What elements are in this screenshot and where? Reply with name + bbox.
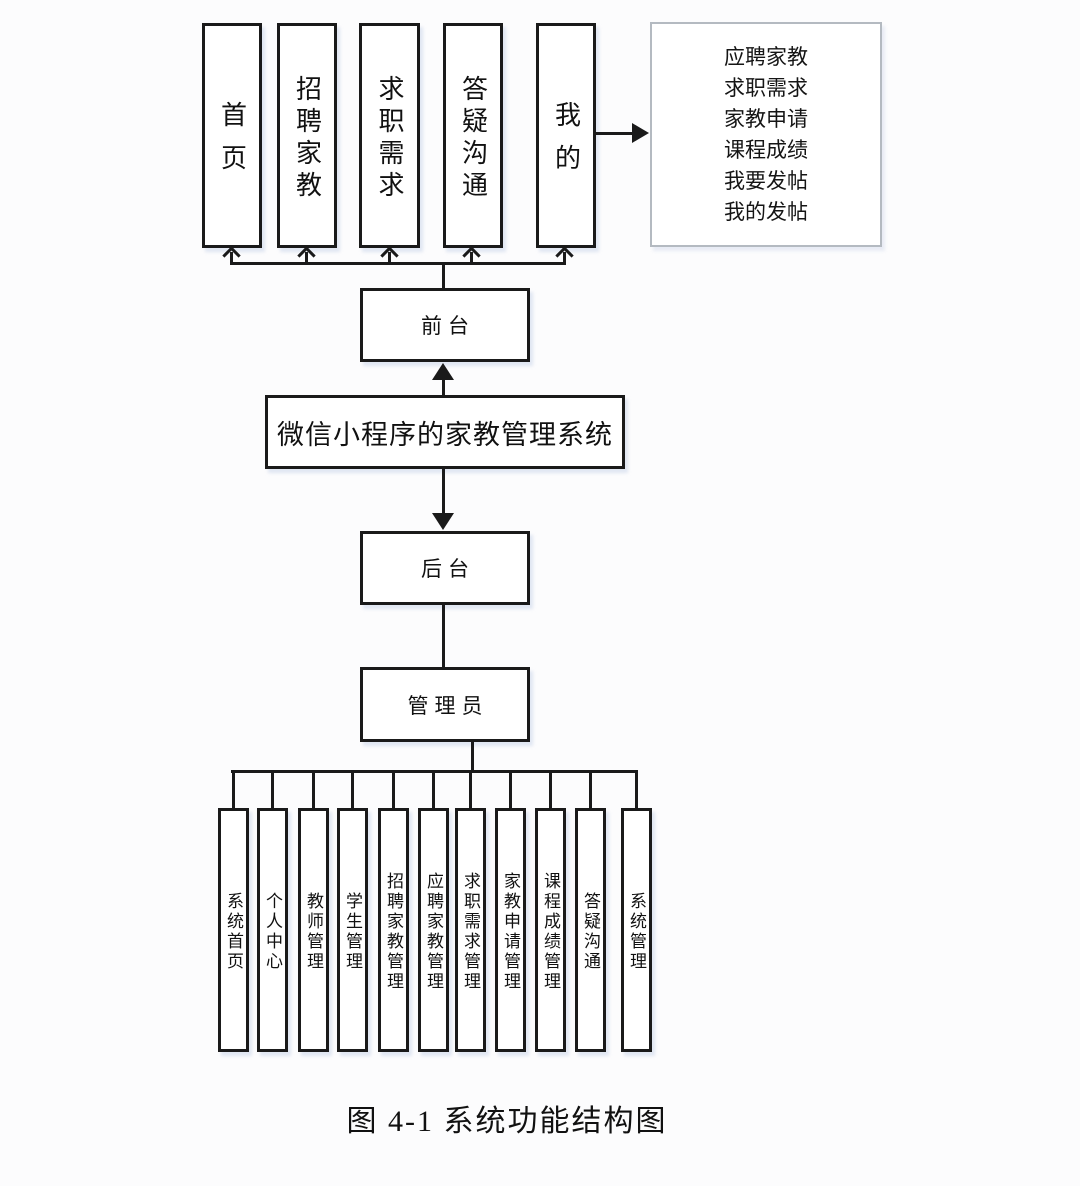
node-job-demand-label: 求职需求	[375, 74, 404, 203]
node-system-root: 微信小程序的家教管理系统	[265, 395, 625, 469]
detail-line-course-scores: 课程成绩	[724, 138, 808, 162]
connector-drop	[589, 772, 592, 808]
node-mine: 我的	[536, 23, 596, 248]
connector-drop	[470, 252, 473, 265]
arrow-down-icon	[432, 513, 454, 530]
node-front-end-label: 前台	[421, 315, 475, 338]
connector-drop	[351, 772, 354, 808]
node-admin-label: 管理员	[407, 694, 489, 718]
detail-line-apply-tutor: 应聘家教	[724, 45, 808, 69]
node-course-score-mgmt: 课程成绩管理	[535, 808, 566, 1052]
node-student-mgmt: 学生管理	[337, 808, 368, 1052]
connector-drop	[305, 252, 308, 265]
detail-line-post-create: 我要发帖	[724, 169, 808, 193]
connector-system-to-back	[442, 469, 445, 515]
connector-drop	[563, 252, 566, 265]
node-job-demand-mgmt: 求职需求管理	[455, 808, 486, 1052]
detail-line-post-mine: 我的发帖	[724, 200, 808, 224]
node-recruit-tutor-mgmt-label: 招聘家教管理	[384, 871, 403, 992]
connector-drop	[432, 772, 435, 808]
node-recruit-tutor: 招聘家教	[277, 23, 337, 248]
node-apply-tutor-mgmt: 应聘家教管理	[418, 808, 449, 1052]
node-job-demand: 求职需求	[359, 23, 420, 248]
connector-bus-to-front	[442, 262, 445, 289]
node-job-demand-mgmt-label: 求职需求管理	[461, 871, 480, 992]
node-qa-communication-label: 答疑沟通	[458, 74, 488, 203]
connector-bottom-bus	[231, 770, 638, 773]
node-tutor-application-mgmt: 家教申请管理	[495, 808, 526, 1052]
node-system-home-label: 系统首页	[224, 891, 243, 972]
node-tutor-application-mgmt-label: 家教申请管理	[501, 871, 520, 992]
figure-caption: 图 4-1 系统功能结构图	[346, 1105, 668, 1138]
node-home: 首页	[202, 23, 262, 248]
node-system-mgmt: 系统管理	[621, 808, 652, 1052]
connector-drop	[469, 772, 472, 808]
connector-drop	[635, 772, 638, 808]
node-admin: 管理员	[360, 667, 530, 742]
connector-drop	[509, 772, 512, 808]
node-qa-communication-mgmt: 答疑沟通	[575, 808, 606, 1052]
mine-detail-box: 应聘家教 求职需求 家教申请 课程成绩 我要发帖 我的发帖	[650, 22, 882, 247]
connector-admin-to-bus	[471, 742, 474, 772]
node-system-root-label: 微信小程序的家教管理系统	[277, 419, 613, 450]
node-system-mgmt-label: 系统管理	[627, 891, 646, 972]
node-personal-center-label: 个人中心	[263, 891, 282, 972]
node-recruit-tutor-label: 招聘家教	[292, 74, 322, 203]
node-system-home: 系统首页	[218, 808, 249, 1052]
node-home-label: 首页	[217, 101, 247, 187]
connector-drop	[312, 772, 315, 808]
connector-drop	[392, 772, 395, 808]
connector-drop	[388, 252, 391, 265]
node-back-end: 后台	[360, 531, 530, 605]
connector-drop	[271, 772, 274, 808]
connector-drop	[549, 772, 552, 808]
node-teacher-mgmt: 教师管理	[298, 808, 329, 1052]
node-apply-tutor-mgmt-label: 应聘家教管理	[424, 871, 443, 992]
node-personal-center: 个人中心	[257, 808, 288, 1052]
node-student-mgmt-label: 学生管理	[343, 891, 362, 972]
detail-line-tutor-application: 家教申请	[724, 107, 808, 131]
connector-back-to-admin	[442, 605, 445, 667]
arrow-right-icon	[632, 123, 649, 143]
node-mine-label: 我的	[551, 101, 581, 187]
connector-drop	[232, 772, 235, 808]
node-back-end-label: 后台	[421, 558, 475, 581]
connector-top-bus	[230, 262, 566, 265]
detail-line-job-demand: 求职需求	[724, 76, 808, 100]
arrow-up-icon	[432, 363, 454, 380]
connector-mine-to-detail	[596, 132, 634, 135]
node-teacher-mgmt-label: 教师管理	[304, 891, 323, 972]
connector-system-to-front	[442, 377, 445, 395]
node-qa-communication: 答疑沟通	[443, 23, 503, 248]
node-recruit-tutor-mgmt: 招聘家教管理	[378, 808, 409, 1052]
node-front-end: 前台	[360, 288, 530, 362]
node-qa-communication-mgmt-label: 答疑沟通	[581, 891, 600, 972]
node-course-score-mgmt-label: 课程成绩管理	[541, 871, 560, 992]
connector-drop	[230, 252, 233, 265]
